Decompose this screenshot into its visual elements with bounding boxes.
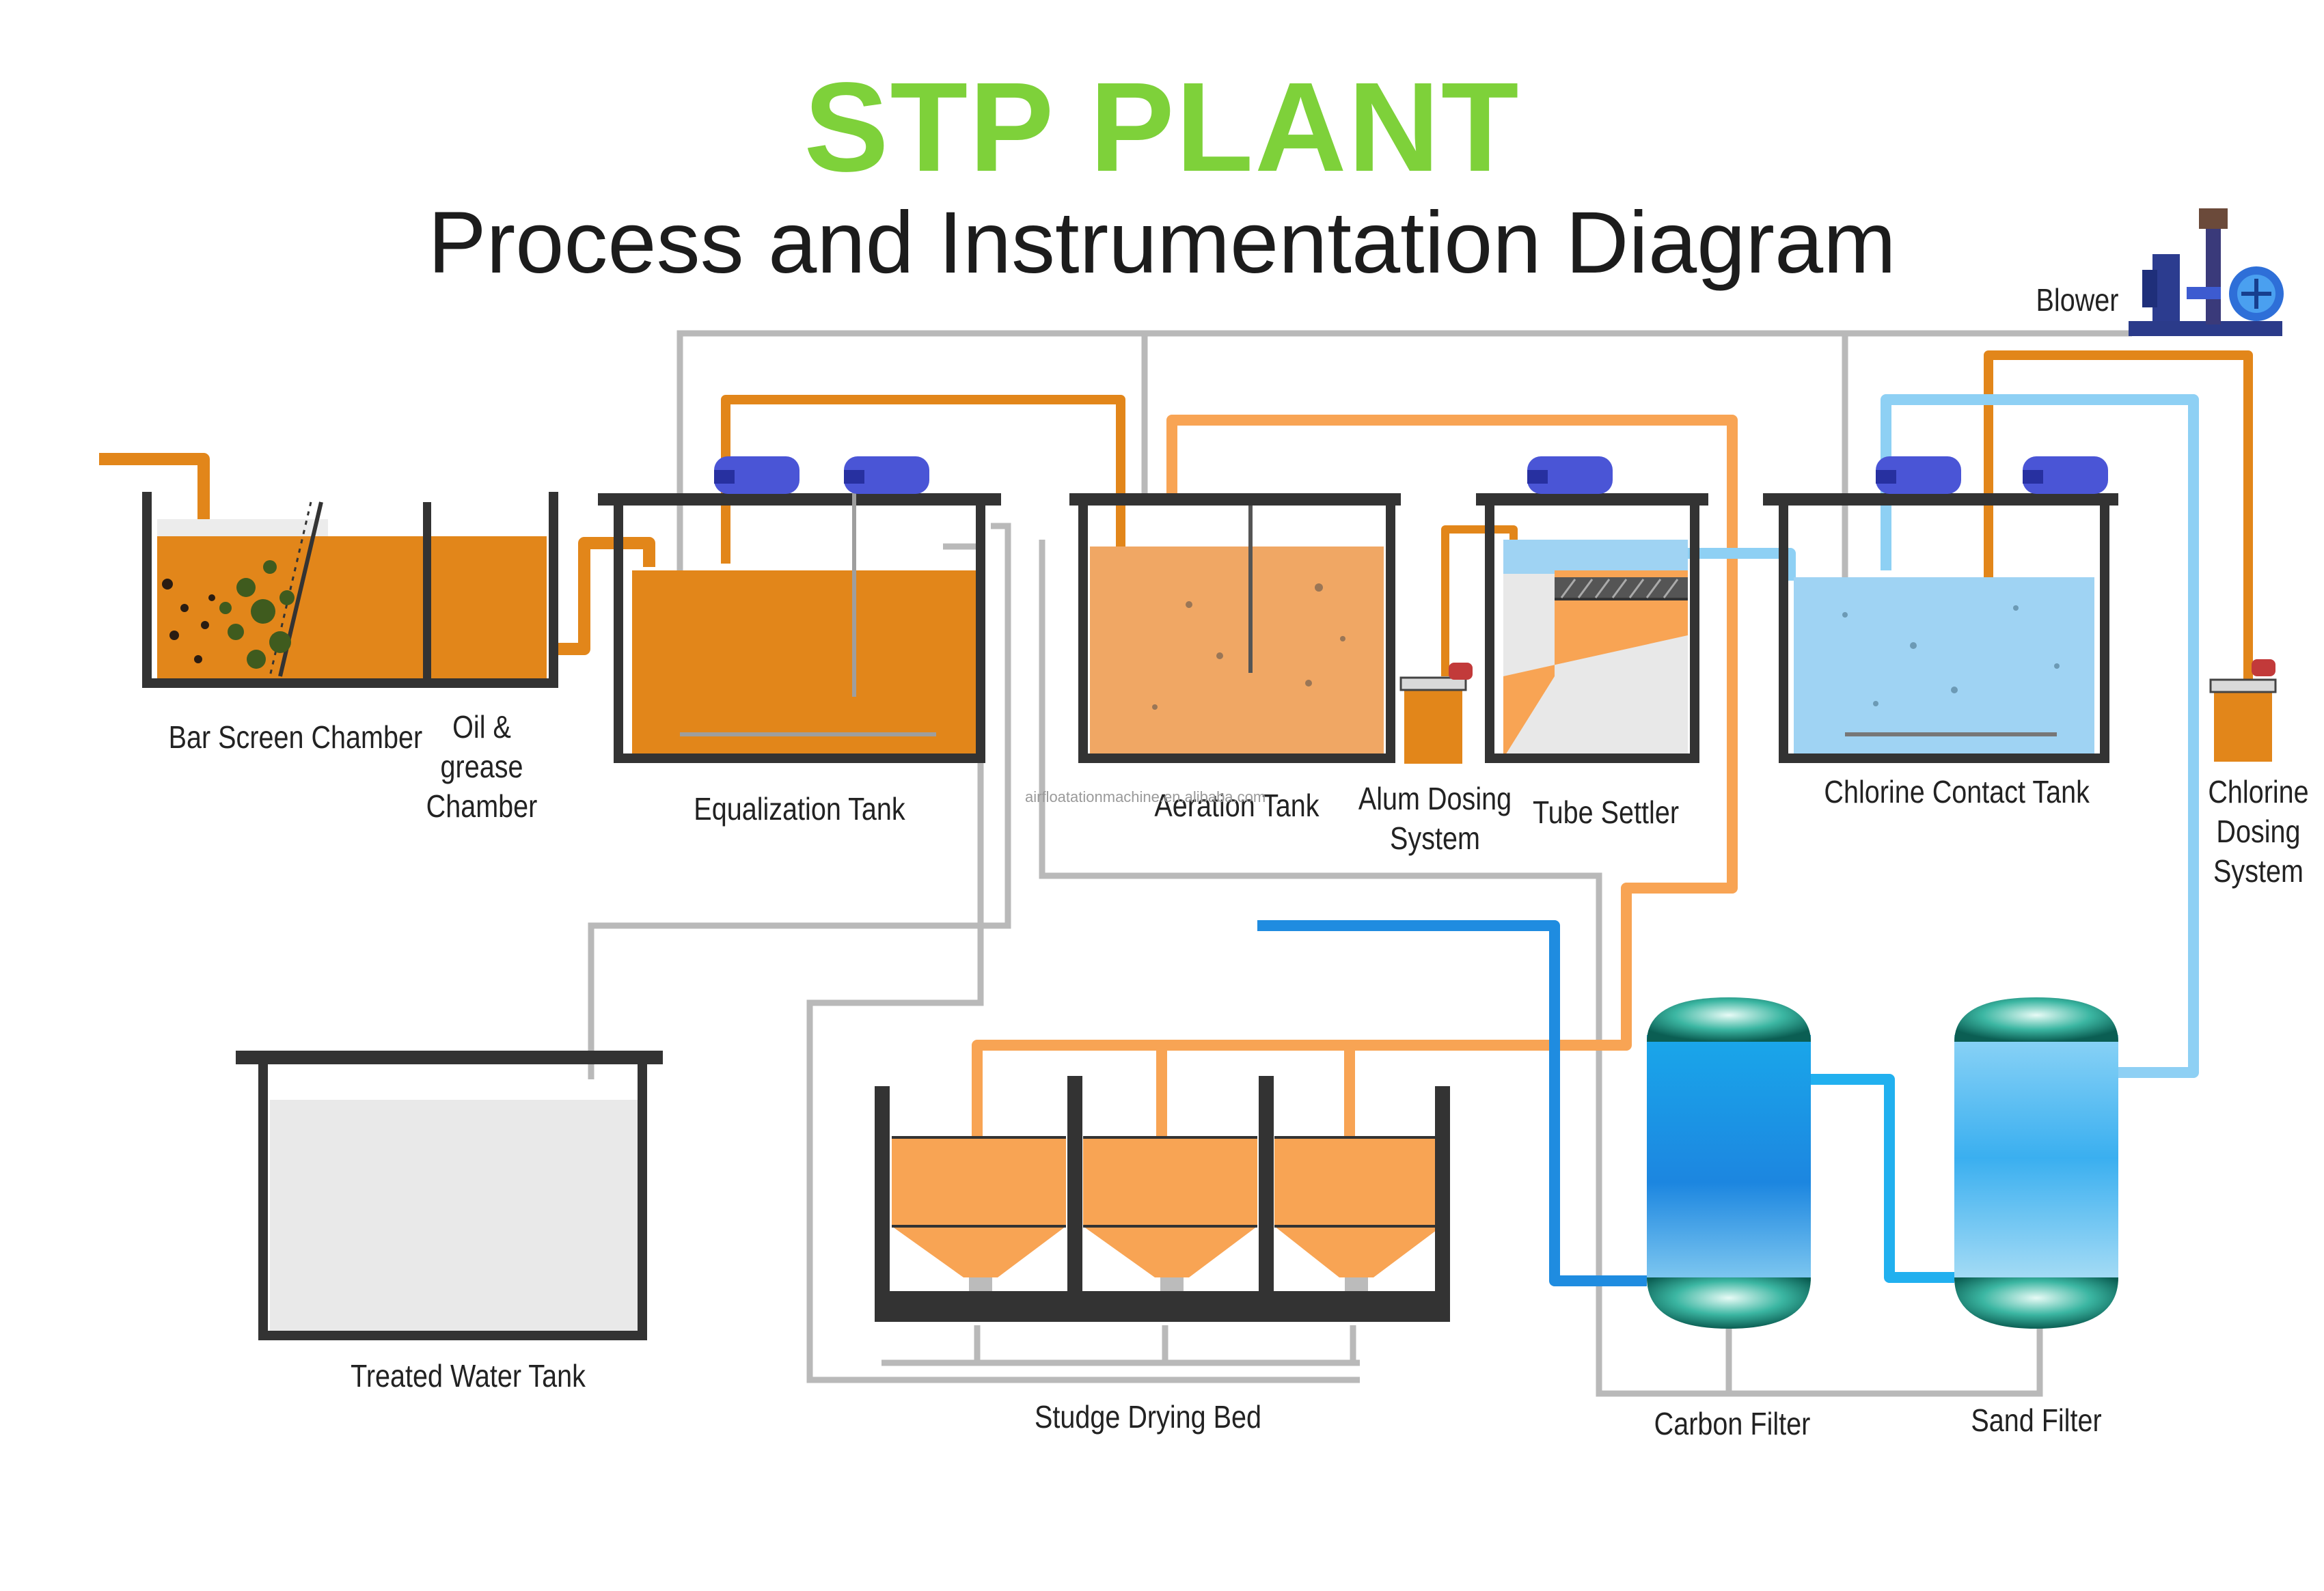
page-subtitle: Process and Instrumentation Diagram xyxy=(428,194,1896,292)
page-title: STP PLANT xyxy=(804,57,1520,198)
sludge-drying-bed xyxy=(875,1076,1450,1322)
bar-screen-oil-chamber xyxy=(142,492,558,688)
sand-filter xyxy=(1954,997,2118,1329)
blower-label: Blower xyxy=(2036,282,2119,318)
oil-grease-label: Oil & grease Chamber xyxy=(426,709,538,824)
sludge-bed-label: Studge Drying Bed xyxy=(1034,1399,1262,1435)
treated-water-tank xyxy=(236,1051,663,1340)
chlorine-contact-tank xyxy=(1763,456,2118,763)
chlorine-contact-label: Chlorine Contact Tank xyxy=(1824,774,2090,810)
blue-pipes xyxy=(1257,394,2199,1286)
treated-water-label: Treated Water Tank xyxy=(351,1358,586,1394)
alum-dosing-tank xyxy=(1399,663,1473,764)
equalization-label: Equalization Tank xyxy=(694,791,905,827)
sand-filter-label: Sand Filter xyxy=(1971,1402,2102,1438)
watermark-text: airfloatationmachine.en.alibaba.com xyxy=(1025,788,1266,805)
chlorine-dosing-label: Chlorine Dosing System xyxy=(2208,774,2309,889)
tube-settler-label: Tube Settler xyxy=(1532,794,1680,830)
carbon-filter-label: Carbon Filter xyxy=(1654,1406,1811,1441)
tube-settler xyxy=(1476,456,1708,763)
bar-screen-label: Bar Screen Chamber xyxy=(168,719,423,755)
carbon-filter xyxy=(1647,997,1811,1329)
alum-dosing-label: Alum Dosing System xyxy=(1358,781,1512,856)
blower-icon xyxy=(2129,208,2284,336)
aeration-tank xyxy=(1069,493,1401,763)
chlorine-dosing-tank xyxy=(2209,659,2277,762)
equalization-tank xyxy=(598,456,1001,763)
aeration-label: Aeration Tank xyxy=(1154,788,1320,823)
